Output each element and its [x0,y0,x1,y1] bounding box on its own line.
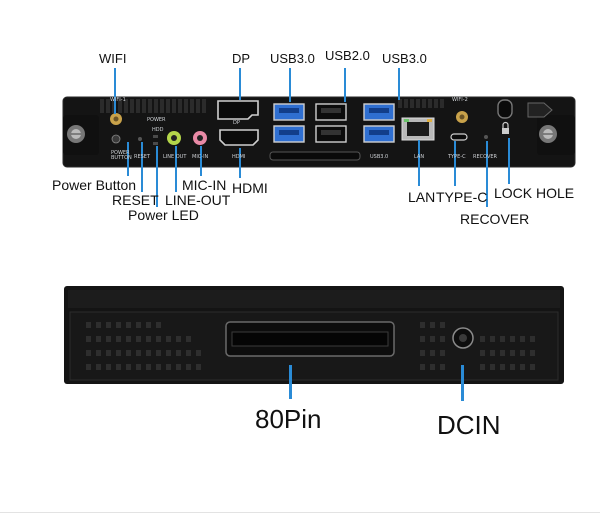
callout-mic-in: MIC-IN [182,177,227,193]
callout-wifi: WIFI [99,51,127,66]
line-out-jack [167,131,181,145]
callout-recover: RECOVER [460,211,530,227]
bottom-left-vent [86,322,201,370]
left-mounting-ear [63,115,99,155]
dp-port [217,100,259,120]
silk-power: POWER [147,117,166,123]
callout-80pin: 80Pin [255,404,322,434]
silk-power-button: POWER BUTTON [111,150,132,161]
callout-usb20: USB2.0 [325,48,370,63]
silk-lan: LAN [414,154,425,160]
bottom-leader-lines [289,365,464,401]
silk-reset: RESET [134,154,151,160]
silk-dp: DP [233,120,240,126]
right-mounting-ear [527,102,575,155]
reset-button-icon [138,137,142,141]
recover-button-icon [484,135,488,139]
lan-port [401,117,435,141]
silk-wifi1: WIFI-1 [110,97,126,103]
lock-icon [502,121,509,134]
bottom-panel-lid [68,290,560,308]
wifi1-antenna-connector [110,113,122,125]
callout-lan: LAN [408,189,436,205]
callout-lock-hole: LOCK HOLE [494,185,575,201]
lock-hole-slot [497,99,513,119]
usb-bottom-slot [269,151,361,161]
pin80-connector [225,321,395,357]
silk-usb30: USB3.0 [370,154,389,160]
silk-line-out: LINE OUT [163,154,187,160]
callout-line-out: LINE-OUT [165,192,231,208]
hdd-led-icon [153,135,158,138]
silk-wifi2: WIFI-2 [452,97,468,103]
mic-in-jack [193,131,207,145]
callout-usb30-right: USB3.0 [382,51,427,66]
callout-usb30-left: USB3.0 [270,51,315,66]
callout-power-led: Power LED [128,207,199,223]
silk-hdd: HDD [152,127,164,133]
callout-power-button: Power Button [52,177,137,193]
usb30-left-stack [273,103,305,143]
callout-type-c: TYPE-C [436,189,488,205]
eject-arrow-icon [527,102,553,118]
silk-recover: RECOVER [473,154,498,160]
right-vent-grille [398,99,444,108]
usb30-right-stack [363,103,395,143]
callout-reset: RESET [112,192,159,208]
wifi2-antenna-connector [456,111,468,123]
callout-dp: DP [232,51,251,66]
power-button-icon [111,134,121,144]
callout-hdmi: HDMI [232,180,268,196]
silk-mic-in: MIC-IN [192,154,209,160]
power-led-icon [153,142,158,145]
left-vent-grille [100,99,206,113]
silk-type-c: TYPE-C [448,154,466,160]
footer-divider [0,512,600,513]
type-c-port [450,133,468,141]
top-leader-lines [114,68,510,207]
dcin-jack [452,327,474,349]
bottom-panel [64,286,564,384]
hdmi-port [219,129,259,146]
silk-hdmi: HDMI [232,154,246,160]
usb20-stack [315,103,347,143]
callout-dcin: DCIN [437,410,501,440]
bottom-right-vent [420,322,535,370]
rear-io-panel [62,96,576,168]
